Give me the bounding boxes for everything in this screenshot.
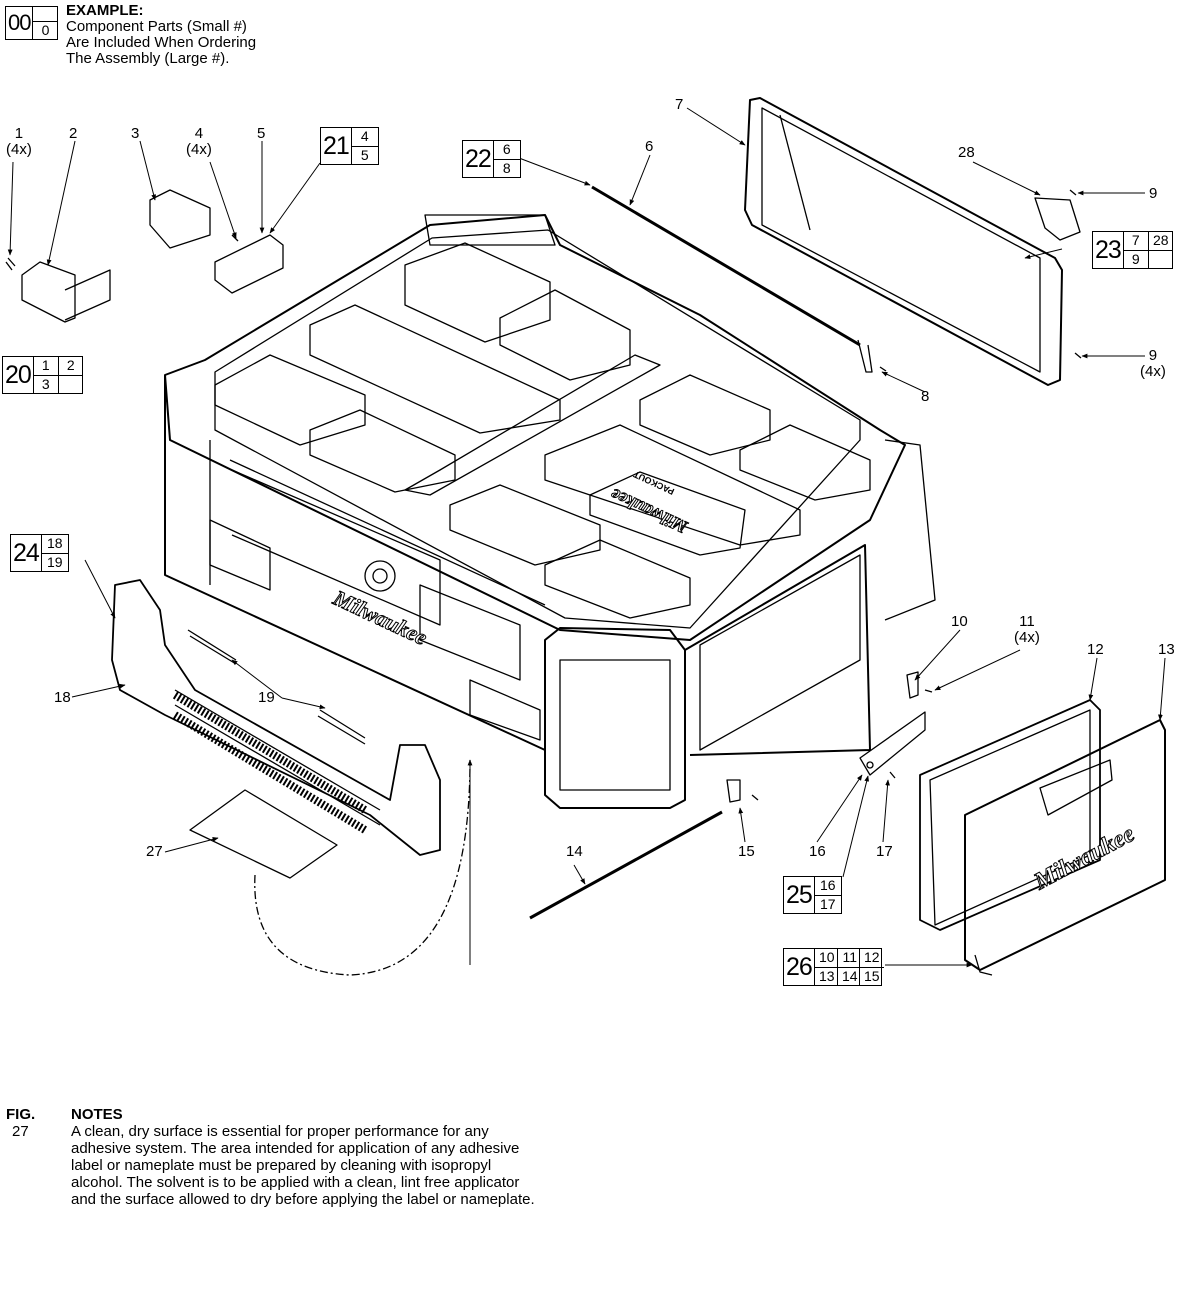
notes-header: NOTES xyxy=(71,1106,123,1123)
assembly-20: 20 1 2 3 xyxy=(2,356,83,394)
example-line: The Assembly (Large #). xyxy=(66,50,230,67)
part-label-27: 27 xyxy=(146,843,163,860)
part-label-3: 3 xyxy=(131,125,140,142)
part-label-19: 19 xyxy=(258,689,275,706)
fig-header: FIG. xyxy=(6,1106,36,1123)
example-title: EXAMPLE: xyxy=(66,2,144,19)
part-label-18: 18 xyxy=(54,689,71,706)
fig-number: 27 xyxy=(12,1123,29,1140)
assembly-25: 25 16 17 xyxy=(783,876,842,914)
part-label-13: 13 xyxy=(1158,641,1175,658)
assembly-23: 23 7 28 9 xyxy=(1092,231,1173,269)
part-label-9: 9 xyxy=(1149,185,1158,202)
example-assembly-number: 00 xyxy=(6,7,34,39)
part-label-16: 16 xyxy=(809,843,826,860)
handle-grip xyxy=(172,691,368,834)
part-label-14: 14 xyxy=(566,843,583,860)
packout-radio-box xyxy=(164,214,936,809)
example-assembly-box: 00 0 xyxy=(5,6,59,40)
part-label-9-4x: 9(4x) xyxy=(1140,347,1166,380)
part-label-7: 7 xyxy=(675,96,684,113)
example-legend: EXAMPLE: Component Parts (Small #) Are I… xyxy=(66,3,256,67)
assembly-21: 21 4 5 xyxy=(320,127,379,165)
part-label-4: 4(4x) xyxy=(186,125,212,158)
leader-lines xyxy=(7,107,1166,968)
part-label-17: 17 xyxy=(876,843,893,860)
example-line: Component Parts (Small #) xyxy=(66,18,247,35)
example-line: Are Included When Ordering xyxy=(66,34,257,51)
part-label-2: 2 xyxy=(69,125,78,142)
notes-text: A clean, dry surface is essential for pr… xyxy=(71,1123,535,1208)
assembly-22: 22 6 8 xyxy=(462,140,521,178)
assembly-24: 24 18 19 xyxy=(10,534,69,572)
part-label-5: 5 xyxy=(257,125,266,142)
part-label-28: 28 xyxy=(958,144,975,161)
part-label-1: 1(4x) xyxy=(6,125,32,158)
part-label-6: 6 xyxy=(645,138,654,155)
part-label-12: 12 xyxy=(1087,641,1104,658)
part-label-15: 15 xyxy=(738,843,755,860)
assembly-26: 26 10 11 12 13 14 15 xyxy=(783,948,884,986)
example-component-number: 0 xyxy=(33,21,58,39)
part-label-11: 11(4x) xyxy=(1014,613,1040,646)
part-label-10: 10 xyxy=(951,613,968,630)
part-2-bracket xyxy=(21,261,76,323)
part-label-8: 8 xyxy=(921,388,930,405)
